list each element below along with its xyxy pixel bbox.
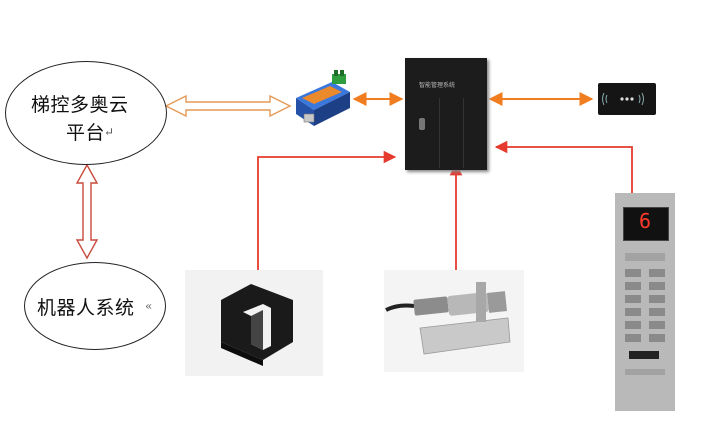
panel-to-controller-arrow	[494, 140, 633, 193]
controller-label: 智能管理系统	[419, 82, 456, 89]
sensor-u-to-controller-arrow	[257, 150, 397, 270]
paragraph-mark: ↵	[104, 125, 115, 139]
serial-converter-device	[292, 70, 354, 130]
text-mark: «	[145, 299, 153, 313]
cloud-platform-label-line2: 平台	[66, 122, 106, 144]
card-reader-device	[598, 83, 656, 115]
u-sensor-photo	[185, 270, 323, 376]
cloud-converter-double-arrow	[164, 94, 292, 118]
cloud-platform-node	[5, 61, 167, 165]
cloud-platform-label-line1: 梯控多奥云	[31, 94, 129, 116]
controller-box: 智能管理系统	[405, 58, 487, 170]
cylindrical-sensor-photo	[384, 270, 524, 372]
cloud-robot-double-arrow	[75, 163, 99, 260]
elevator-buttons	[625, 269, 665, 342]
elevator-floor-display: 6	[638, 209, 652, 233]
robot-system-label: 机器人系统	[37, 297, 135, 319]
elevator-panel-photo: 6	[615, 193, 675, 411]
controller-lock	[419, 118, 425, 130]
robot-system-node	[24, 262, 166, 350]
